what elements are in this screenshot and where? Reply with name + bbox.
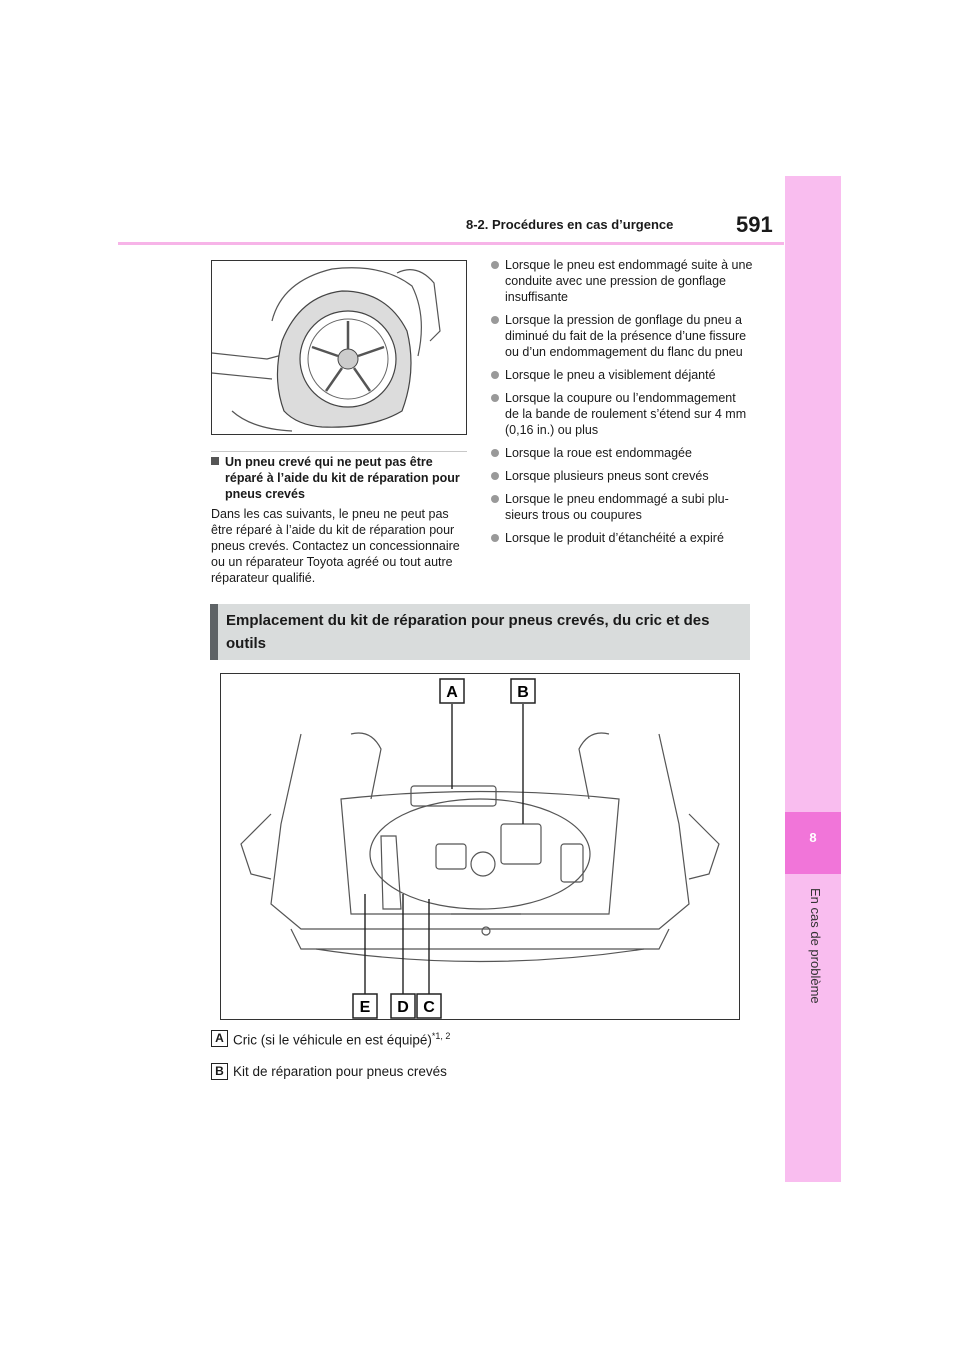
header-rule — [118, 242, 784, 245]
square-bullet-icon — [211, 457, 219, 465]
svg-text:E: E — [360, 999, 371, 1016]
list-item: Lorsque le pneu est endommagé suite à un… — [491, 257, 753, 305]
bullet-dot-icon — [491, 371, 499, 379]
subsection-heading: Un pneu crevé qui ne peut pas être répar… — [211, 454, 473, 502]
list-item: Lorsque le produit d’étanchéité a expiré — [491, 530, 753, 546]
section-header: 8-2. Procédures en cas d’urgence — [466, 217, 674, 232]
bullet-dot-icon — [491, 472, 499, 480]
callout-e: E — [352, 993, 378, 1019]
trunk-drawing: A B E D C — [240, 678, 720, 1019]
list-item: Lorsque la roue est endommagée — [491, 445, 753, 461]
callout-d: D — [390, 993, 416, 1019]
bullet-dot-icon — [491, 261, 499, 269]
list-item: Lorsque le pneu a visiblement déjanté — [491, 367, 753, 383]
chapter-number: 8 — [809, 830, 817, 845]
chapter-tab-marker — [785, 812, 841, 874]
section-banner: Emplacement du kit de réparation pour pn… — [210, 604, 750, 660]
chapter-title: En cas de problème — [808, 888, 823, 1004]
section-banner-accent — [210, 604, 218, 660]
list-item: Lorsque le pneu endommagé a subi plu­sie… — [491, 491, 753, 523]
bullet-dot-icon — [491, 449, 499, 457]
svg-text:C: C — [423, 999, 435, 1016]
legend-text: Kit de réparation pour pneus crevés — [233, 1064, 447, 1079]
legend-text: Cric (si le véhicule en est équipé)*1, 2 — [233, 1031, 451, 1048]
svg-text:D: D — [397, 999, 409, 1016]
list-item: Lorsque la pression de gonflage du pneu … — [491, 312, 753, 360]
callout-b: B — [510, 678, 536, 704]
bullet-dot-icon — [491, 316, 499, 324]
chapter-side-tab — [785, 176, 841, 1182]
list-item: Lorsque la coupure ou l’endommagement de… — [491, 390, 753, 438]
callout-a: A — [439, 678, 465, 704]
condition-list: Lorsque le pneu est endommagé suite à un… — [491, 257, 753, 553]
section-title: Emplacement du kit de réparation pour pn… — [226, 612, 710, 652]
bullet-dot-icon — [491, 394, 499, 402]
callout-c: C — [416, 993, 442, 1019]
bullet-dot-icon — [491, 534, 499, 542]
legend-letter: B — [211, 1063, 228, 1080]
page-number: 591 — [736, 212, 773, 237]
list-item: Lorsque plusieurs pneus sont crevés — [491, 468, 753, 484]
svg-text:A: A — [446, 684, 458, 701]
svg-text:B: B — [517, 684, 529, 701]
bullet-dot-icon — [491, 495, 499, 503]
legend-item-a: A Cric (si le véhicule en est équipé)*1,… — [211, 1030, 611, 1050]
subsection-body: Dans les cas suivants, le pneu ne peut p… — [211, 507, 460, 585]
legend-item-b: B Kit de réparation pour pneus crevés — [211, 1063, 611, 1083]
legend-letter: A — [211, 1030, 228, 1047]
flat-tire-drawing — [211, 267, 441, 432]
subsection-title: Un pneu crevé qui ne peut pas être répar… — [225, 455, 460, 501]
flat-tire-illustration — [211, 260, 467, 435]
column-rule — [211, 451, 467, 452]
trunk-illustration: A B E D C — [220, 673, 740, 1020]
